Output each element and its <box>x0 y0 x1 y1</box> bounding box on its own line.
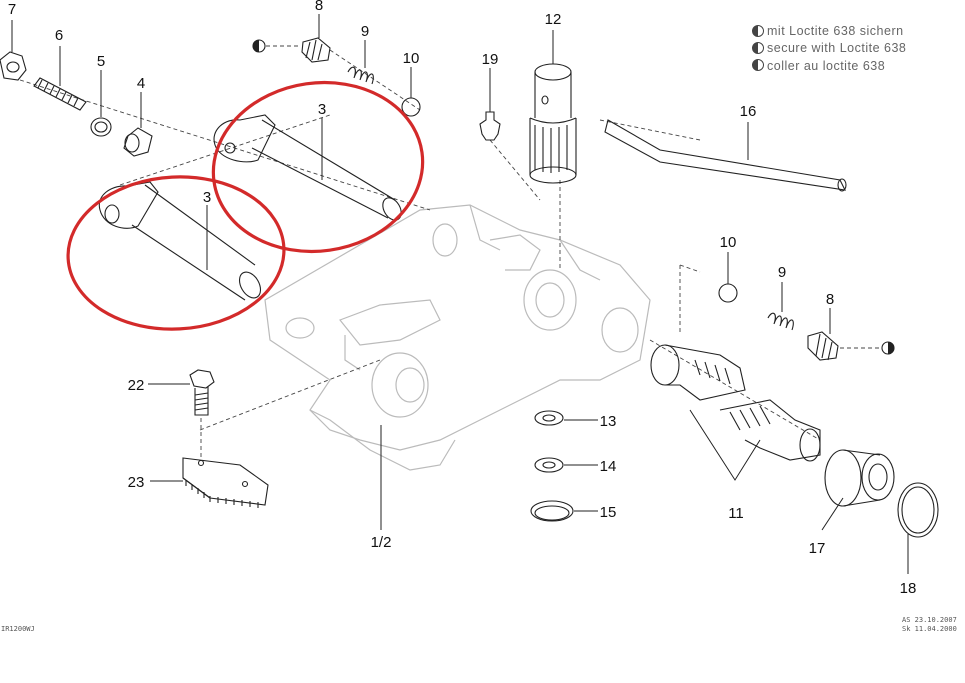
label-8-right: 8 <box>826 291 834 308</box>
part-8-set-screw-top <box>252 14 331 63</box>
label-9-right: 9 <box>778 264 786 281</box>
label-11: 11 <box>728 505 744 522</box>
highlight-circle-right <box>211 80 425 254</box>
part-3-pin-left <box>66 175 286 331</box>
date-line-1: AS 23.10.2007 <box>902 616 957 624</box>
label-12: 12 <box>545 11 562 28</box>
label-16: 16 <box>740 103 757 120</box>
label-8-top: 8 <box>315 0 323 14</box>
part-15-circlip <box>530 500 598 522</box>
label-4: 4 <box>137 75 145 92</box>
part-12-gear-shaft <box>529 30 577 184</box>
label-10-top: 10 <box>403 50 420 67</box>
part-23-pad <box>150 457 269 508</box>
highlight-circle-left <box>66 175 286 331</box>
part-9-spring-right <box>767 282 794 331</box>
loctite-symbol-icon <box>752 42 764 54</box>
part-10-ball-top <box>401 67 421 117</box>
label-17: 17 <box>809 540 826 557</box>
assembly-lines <box>19 49 821 441</box>
part-17-sleeve <box>821 449 895 531</box>
part-10-ball-right <box>718 252 738 303</box>
label-6: 6 <box>55 27 63 44</box>
part-16-rod <box>604 119 847 192</box>
note-line-de: mit Loctite 638 sichern <box>767 24 904 38</box>
label-10-right: 10 <box>720 234 737 251</box>
label-13: 13 <box>600 413 617 430</box>
note-line-fr: coller au loctite 638 <box>767 59 885 73</box>
label-15: 15 <box>600 504 617 521</box>
part-14-washer <box>534 457 598 473</box>
label-5: 5 <box>97 53 105 70</box>
part-9-spring-top <box>347 40 374 85</box>
part-18-retaining-ring <box>897 482 939 574</box>
part-7-nut <box>0 20 27 81</box>
label-23: 23 <box>128 474 145 491</box>
loctite-symbol-icon <box>752 25 764 37</box>
label-18: 18 <box>900 580 917 597</box>
label-1-2: 1/2 <box>371 534 392 551</box>
part-19-grease-nipple <box>479 68 501 141</box>
part-13-washer <box>534 410 598 426</box>
label-22: 22 <box>128 377 145 394</box>
loctite-note: mit Loctite 638 sichern secure with Loct… <box>752 24 906 73</box>
part-3-pin-right <box>211 80 425 254</box>
label-3-right: 3 <box>318 101 326 118</box>
part-8-set-screw-right <box>807 308 895 361</box>
main-housing <box>264 204 651 471</box>
part-labels: 7 6 5 4 8 9 10 19 12 16 3 3 10 9 8 22 23… <box>8 0 917 597</box>
part-22-bolt <box>148 369 215 460</box>
label-9-top: 9 <box>361 23 369 40</box>
drawing-id: IR1200WJ <box>1 625 35 633</box>
part-11-locking-wedges <box>650 344 821 481</box>
part-4-bushing <box>123 92 153 157</box>
part-6-threaded-rod <box>33 46 87 111</box>
loctite-symbol-icon <box>752 59 764 71</box>
date-line-2: Sk 11.04.2000 <box>902 625 957 633</box>
label-3-left: 3 <box>203 189 211 206</box>
note-line-en: secure with Loctite 638 <box>767 41 906 55</box>
label-19: 19 <box>482 51 499 68</box>
label-14: 14 <box>600 458 617 475</box>
label-7: 7 <box>8 1 16 18</box>
part-5-washer <box>90 70 112 137</box>
